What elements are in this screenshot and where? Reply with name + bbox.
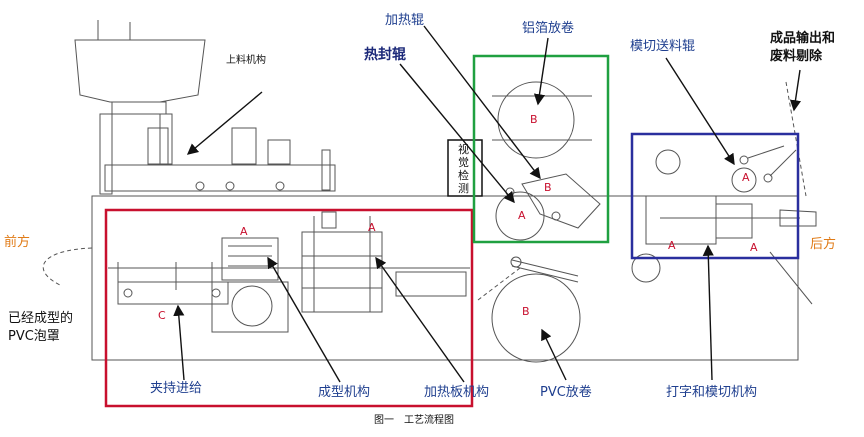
marker-c-clamp: C <box>158 309 166 322</box>
marker-b-foil: B <box>530 113 538 126</box>
leader-pvc-unwind <box>541 328 567 381</box>
marker-a-forming: A <box>240 225 248 238</box>
forming-unit <box>211 237 289 333</box>
clamp-feed-unit <box>108 262 470 305</box>
foil-seal-unit <box>492 81 601 241</box>
label-die-cut-feed-roller: 模切送料辊 <box>630 39 696 54</box>
leader-feeding <box>186 91 263 155</box>
label-front: 前方 <box>4 235 31 250</box>
clamp-forming-heating-frame <box>104 208 474 408</box>
label-feeding-mechanism: 上料机构 <box>226 55 266 66</box>
leader-clamp-feed <box>173 304 185 381</box>
marker-a-die-right: A <box>750 241 758 254</box>
label-forming-mechanism: 成型机构 <box>318 385 371 400</box>
label-formed-blister-line2: PVC泡罩 <box>8 329 60 344</box>
web-path-left <box>42 247 93 286</box>
marker-a-die-left: A <box>668 239 676 252</box>
pvc-unwind-unit <box>477 256 581 363</box>
leader-heat-seal <box>399 63 515 204</box>
leader-forming <box>267 256 341 383</box>
label-foil-unwind: 铝箔放卷 <box>522 21 575 36</box>
vision-char-3: 检 <box>458 169 469 182</box>
marker-b-heating-roller: B <box>544 181 552 194</box>
vision-char-4: 测 <box>458 182 469 195</box>
label-heating-plate-mechanism: 加热板机构 <box>424 385 490 400</box>
leader-output-reject <box>789 69 801 112</box>
foil-seal-frame <box>472 54 610 244</box>
machine-body-outline <box>91 195 799 361</box>
vision-char-2: 觉 <box>458 156 469 169</box>
label-heat-seal-roller: 热封辊 <box>364 47 406 63</box>
leader-die-cut-roller <box>665 57 735 166</box>
vision-char-1: 视 <box>458 143 469 156</box>
leader-foil-unwind <box>533 37 549 106</box>
marker-a-heating: A <box>368 221 376 234</box>
label-rear: 后方 <box>810 237 837 252</box>
label-heating-roller: 加热辊 <box>385 13 425 28</box>
marker-b-pvc: B <box>522 305 530 318</box>
label-output-line1: 成品输出和 <box>770 31 836 46</box>
leader-heating-roller <box>423 25 541 180</box>
label-formed-blister-line1: 已经成型的 <box>8 311 74 326</box>
figure-caption: 图一 工艺流程图 <box>374 415 454 426</box>
label-clamp-feed: 夹持进给 <box>150 381 203 396</box>
hopper-assembly <box>74 20 336 195</box>
leader-heating-plate <box>375 256 465 383</box>
die-cut-unit <box>631 81 817 305</box>
label-pvc-unwind: PVC放卷 <box>540 385 592 400</box>
leader-die-cut <box>702 244 714 381</box>
label-output-line2: 废料剔除 <box>770 49 823 64</box>
heating-plate-unit <box>301 211 467 313</box>
vision-inspection-box <box>447 139 483 197</box>
marker-a-die-roller: A <box>742 171 750 184</box>
label-print-die-cut: 打字和模切机构 <box>666 385 758 400</box>
marker-a-seal: A <box>518 209 526 222</box>
